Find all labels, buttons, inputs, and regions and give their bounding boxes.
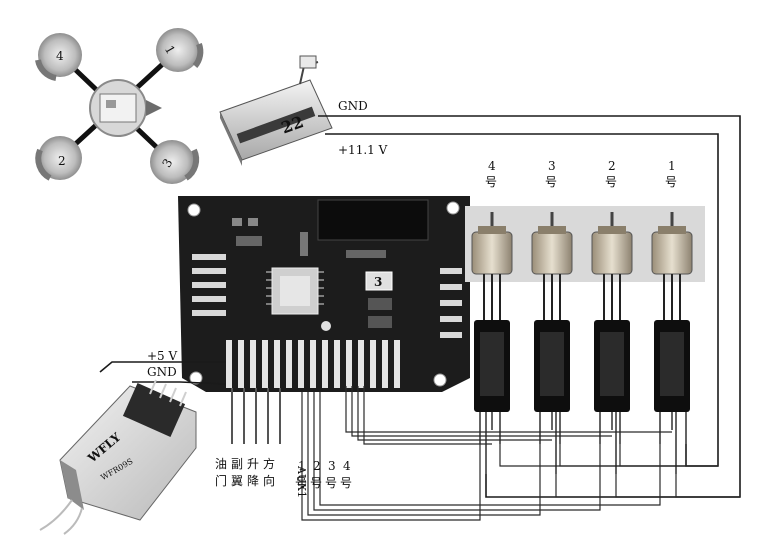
motor-1 [651,212,693,275]
gnd-left-label: GND [147,365,177,379]
channel-aux1: AUX1 [295,465,308,498]
rotor-4: 4 [35,33,82,81]
power-leads [318,115,741,498]
motor-2 [591,212,633,275]
esc-4 [474,320,510,412]
channel-elevator-top: 升 [247,457,259,471]
output-3-num: 3 [328,459,336,473]
channel-rudder-top: 方 [263,456,275,471]
direction-arrow-icon [146,100,162,116]
receiver: WFLY WFR09S [39,361,227,535]
v5-label: +5 V [147,349,178,363]
esc-signal-wires [301,386,672,521]
gnd-top-label: GND [338,99,368,113]
mcu-chip [266,267,324,315]
left-pin-header [192,254,226,316]
motor-panel [465,206,705,282]
channel-aileron-top: 副 [231,457,243,471]
rotor-1: 1 [156,28,204,72]
motor-label-4-hao: 号 [485,175,497,189]
channel-labels: 油 门 副 翼 升 降 方 向 AUX1 [215,456,308,498]
output-2-num: 2 [313,459,321,473]
motor-label-3-hao: 号 [545,175,557,189]
flight-controller-board: 3 [178,196,470,392]
channel-throttle-top: 油 [215,457,227,471]
rc-channel-wires [231,388,281,444]
motor-label-1-num: 1 [668,159,676,173]
output-4-num: 4 [343,459,351,473]
channel-elevator-bottom: 降 [247,474,259,488]
motor-label-1-hao: 号 [665,175,677,189]
channel-rudder-bottom: 向 [263,473,275,488]
quadcopter-icon: 4 1 2 3 [35,28,204,184]
channel-throttle-bottom: 门 [215,473,227,488]
channel-aileron-bottom: 翼 [231,474,243,488]
esc-group [474,274,690,474]
chip-label: 3 [374,275,382,289]
esc-2 [594,320,630,412]
rotor-2-number: 2 [58,154,66,168]
motor-label-3-num: 3 [548,159,556,173]
v111-label: +11.1 V [338,143,388,157]
esc-1 [654,320,690,412]
motor-4 [471,212,513,275]
output-1-hao: 号 [295,476,307,490]
motor-output-labels: 1 号 2 号 3 号 4 号 [295,459,352,490]
motor-label-2-num: 2 [608,159,616,173]
motor-label-2-hao: 号 [605,175,617,189]
output-4-hao: 号 [340,476,352,490]
motor-label-4-num: 4 [488,159,496,173]
rotor-3: 3 [150,140,200,184]
bottom-pin-header [226,340,400,388]
output-1-num: 1 [298,459,306,473]
lipo-battery: 22 [219,55,333,166]
esc-3 [534,320,570,412]
rotor-2: 2 [35,136,82,181]
output-3-hao: 号 [325,476,337,490]
output-2-hao: 号 [310,476,322,490]
motor-3 [531,212,573,275]
rotor-4-number: 4 [56,49,64,63]
